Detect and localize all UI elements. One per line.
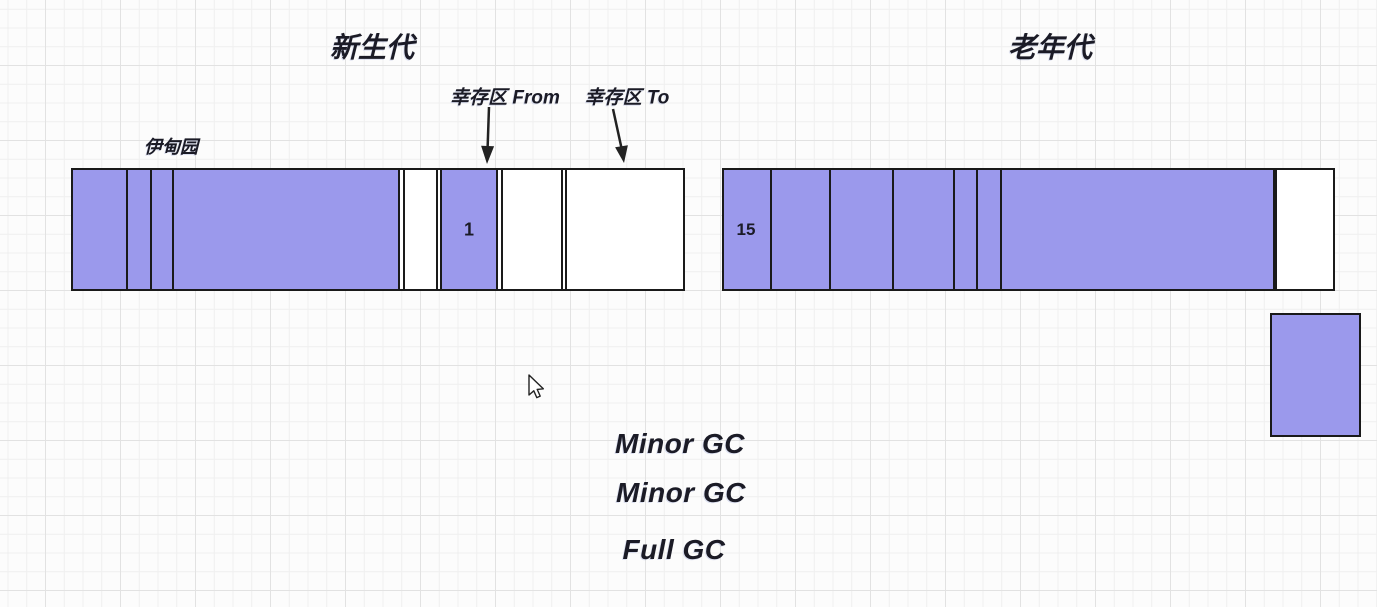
gc-event-label: Minor GC — [616, 477, 746, 508]
old-generation-region[interactable]: 15 — [722, 168, 1335, 291]
promoted-object-block[interactable] — [1270, 313, 1361, 437]
object-divider — [150, 170, 152, 289]
object-divider — [829, 170, 831, 289]
survivor-from-free-cell[interactable] — [501, 168, 563, 291]
survivor-from-occupied-cell[interactable]: 1 — [440, 168, 498, 291]
young-generation-title: 新生代 — [329, 32, 415, 63]
object-divider — [172, 170, 174, 289]
eden-occupied-block[interactable] — [71, 168, 400, 291]
object-divider — [976, 170, 978, 289]
object-age-value: 15 — [736, 219, 756, 239]
object-divider — [126, 170, 128, 289]
old-generation-title: 老年代 — [1007, 32, 1093, 63]
gc-event-label: Minor GC — [615, 428, 745, 459]
survivor-from-label: 幸存区 From — [450, 87, 560, 109]
cursor-arrow-pointer-icon — [528, 374, 544, 399]
old-gen-occupied-block[interactable]: 15 — [722, 168, 1275, 291]
survivor-to-cell[interactable] — [565, 168, 685, 291]
down-arrow-icon — [481, 106, 495, 164]
gc-event-label: Full GC — [622, 534, 726, 565]
eden-free-cell[interactable] — [403, 168, 438, 291]
down-arrow-icon — [611, 108, 628, 163]
object-divider — [1000, 170, 1002, 289]
object-divider — [892, 170, 894, 289]
survivor-to-label: 幸存区 To — [584, 87, 670, 109]
old-gen-free-cell[interactable] — [1275, 168, 1335, 291]
object-divider — [953, 170, 955, 289]
object-divider — [770, 170, 772, 289]
young-generation-region[interactable]: 1 — [71, 168, 685, 291]
eden-label: 伊甸园 — [144, 137, 198, 157]
object-age-value: 1 — [463, 219, 475, 239]
